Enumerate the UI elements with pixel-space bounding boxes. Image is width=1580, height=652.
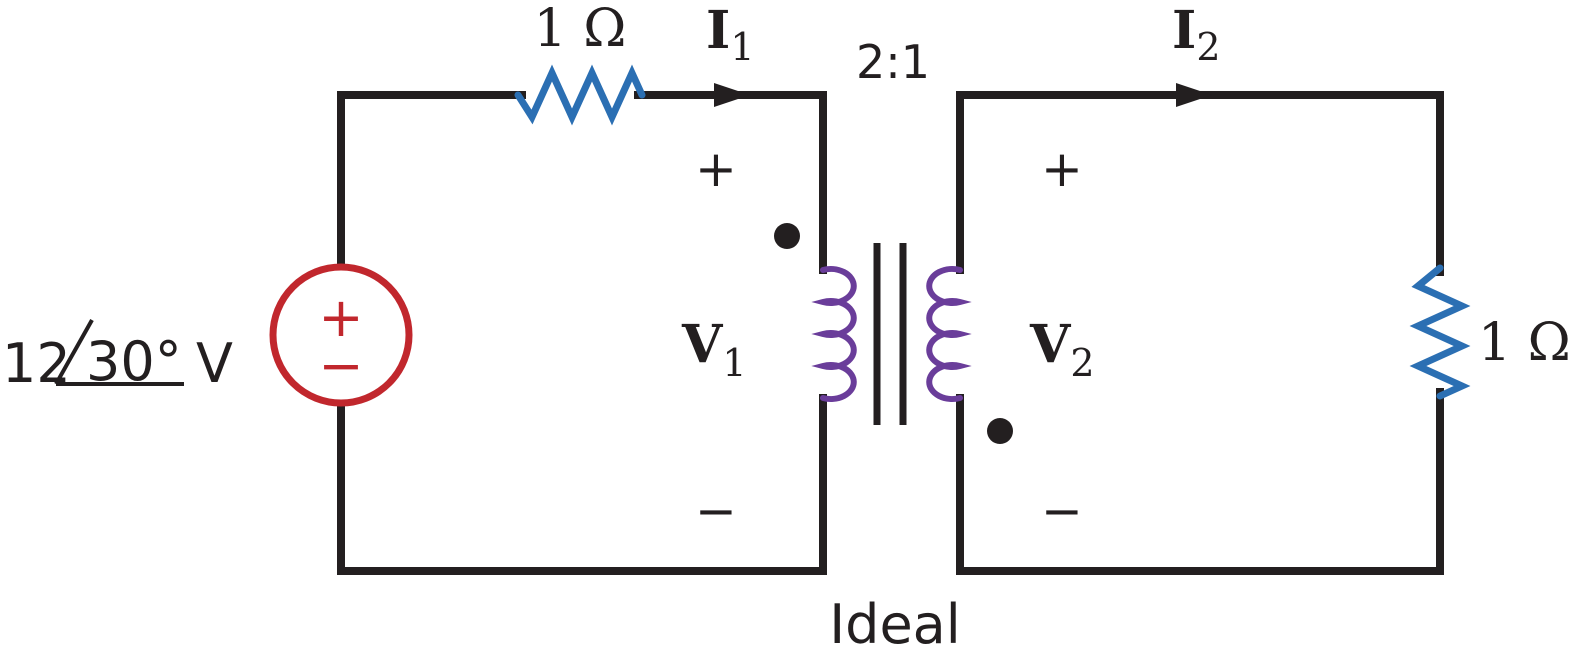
current-2-arrow [1176,83,1212,107]
source-plus-sign: + [318,286,363,349]
primary-wire-right-bottom [337,394,827,575]
secondary-wire-right-bottom [956,388,1444,575]
load-resistor-icon [1409,264,1471,400]
secondary-wire-left-top [956,91,1444,276]
secondary-polarity-dot-icon [987,418,1013,444]
voltage-source: + − [269,263,413,407]
current-1-arrow [714,83,750,107]
current-2-label: I2 [1172,0,1221,69]
turns-ratio-label: 2:1 [856,35,930,89]
primary-coil-icon [811,266,857,402]
current-1-label: I1 [706,0,755,69]
primary-resistor-icon [514,64,646,126]
secondary-coil-icon [926,266,972,402]
voltage-1-minus-sign: − [695,482,737,540]
load-resistor-label: 1 Ω [1478,313,1571,373]
primary-wire-left-top [337,91,526,269]
primary-wire-top-right [634,91,827,274]
voltage-2-label: V2 [1029,314,1095,385]
voltage-1-label: V1 [681,314,747,385]
voltage-2-minus-sign: − [1041,482,1083,540]
voltage-2-plus-sign: + [1041,140,1083,198]
voltage-source-icon [269,263,413,407]
source-angle-label: 30° [86,330,182,393]
primary-polarity-dot-icon [774,223,800,249]
angle-symbol-slant [54,319,94,385]
primary-resistor-label: 1 Ω [534,0,627,59]
source-minus-sign: − [318,334,363,397]
transformer-type-label: Ideal [829,593,961,652]
primary-loop-wires [337,91,827,575]
source-unit-label: V [196,332,233,395]
voltage-1-plus-sign: + [695,140,737,198]
